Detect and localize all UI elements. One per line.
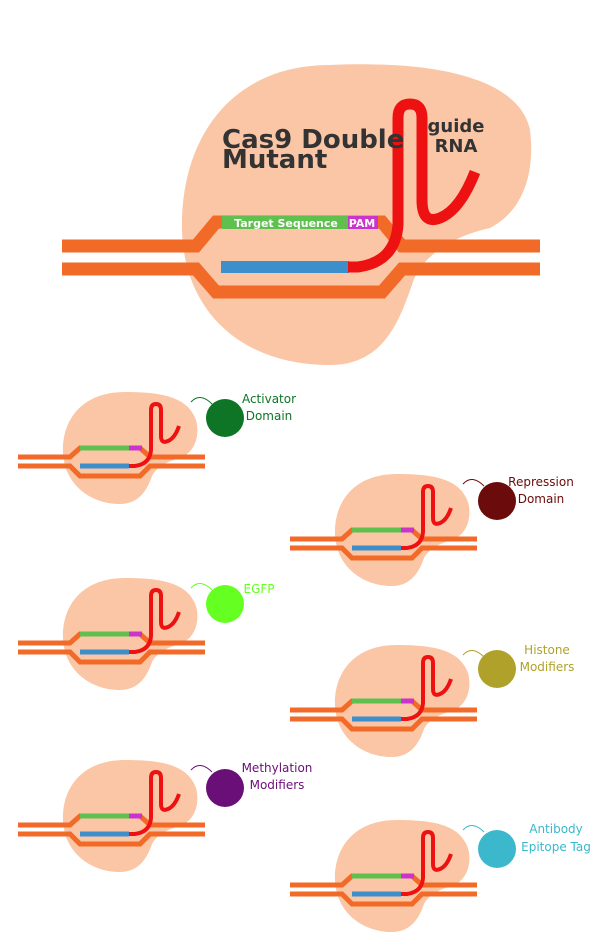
main-title-line2: Mutant — [222, 145, 327, 175]
variant-egfp: EGFP — [18, 578, 275, 690]
variant-activator-domain-label-line1: Activator — [242, 392, 296, 406]
variant-histone-modifiers-linker — [462, 650, 485, 658]
variant-methylation-modifiers-label-line2: Modifiers — [250, 778, 305, 792]
variant-antibody-epitope-tag: Antibody Epitope Tag — [290, 820, 591, 932]
variant-histone-modifiers-label-line1: Histone — [524, 643, 570, 657]
variant-antibody-epitope-tag-circle — [478, 830, 516, 868]
main-complementary-strand-bar — [221, 261, 349, 273]
main-target-sequence-bar — [222, 216, 348, 229]
variant-antibody-epitope-tag-label-line1: Antibody — [529, 822, 583, 836]
variant-methylation-modifiers-linker — [190, 765, 213, 773]
variant-methylation-modifiers-label-line1: Methylation — [242, 761, 313, 775]
variant-methylation-modifiers-circle — [206, 769, 244, 807]
variant-egfp-linker — [190, 583, 213, 591]
main-protein-blob — [181, 64, 532, 366]
variant-histone-modifiers: Histone Modifiers — [290, 643, 574, 757]
variant-egfp-circle — [206, 585, 244, 623]
variant-repression-domain-circle — [478, 482, 516, 520]
main-pam-bar — [348, 216, 378, 229]
variant-activator-domain: Activator Domain — [18, 392, 296, 504]
variant-methylation-modifiers: Methylation Modifiers — [18, 760, 312, 872]
variant-repression-domain: Repression Domain — [290, 474, 574, 586]
main-pam-label: PAM — [349, 217, 376, 230]
main-dna-bottom-strand — [62, 262, 540, 299]
variant-activator-domain-linker — [190, 397, 213, 405]
main-guide-rna-label-line1: guide — [428, 116, 485, 137]
main-guide-rna — [348, 98, 481, 273]
variant-activator-domain-label-line2: Domain — [246, 409, 293, 423]
variant-antibody-epitope-tag-label-line2: Epitope Tag — [521, 840, 591, 854]
main-guide-rna-label-line2: RNA — [435, 136, 478, 157]
variant-repression-domain-label-line2: Domain — [518, 492, 565, 506]
variant-histone-modifiers-label-line2: Modifiers — [520, 660, 575, 674]
variant-histone-modifiers-circle — [478, 650, 516, 688]
variant-antibody-epitope-tag-linker — [462, 825, 485, 833]
main-complex: Target Sequence PAM Cas9 Double Mutant g… — [62, 64, 540, 366]
variant-repression-domain-linker — [462, 479, 485, 487]
main-target-sequence-label: Target Sequence — [234, 217, 338, 230]
variant-egfp-label-line1: EGFP — [243, 582, 274, 596]
main-title-line1: Cas9 Double — [222, 125, 404, 155]
variant-repression-domain-label-line1: Repression — [508, 475, 574, 489]
variant-activator-domain-circle — [206, 399, 244, 437]
